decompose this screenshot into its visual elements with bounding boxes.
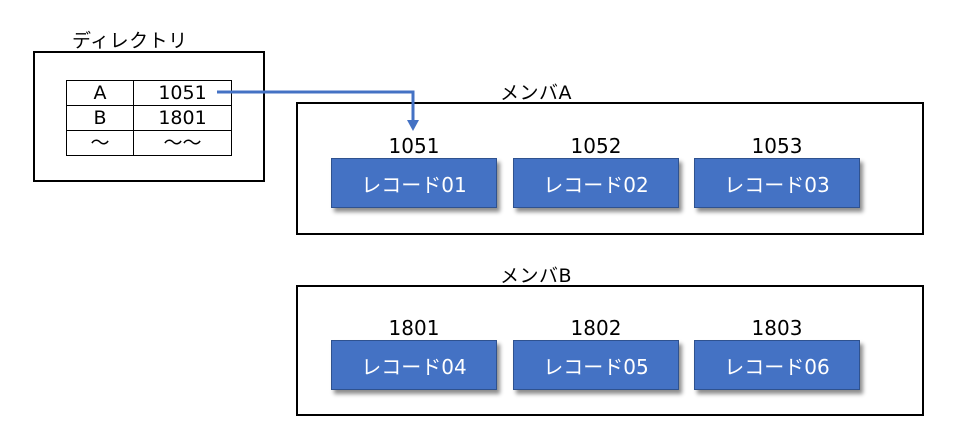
directory-key: B [66, 105, 134, 131]
record-address: 1802 [570, 316, 622, 340]
record-box: レコード03 [694, 158, 860, 208]
directory-table: A 1051 B 1801 ～ ～～ [66, 80, 232, 156]
directory-key: ～ [66, 130, 134, 156]
record-box: レコード04 [331, 340, 497, 390]
record-box: レコード06 [694, 340, 860, 390]
directory-row: A 1051 [66, 80, 232, 106]
directory-key: A [66, 80, 134, 106]
record-address: 1051 [388, 134, 440, 158]
record-box: レコード01 [331, 158, 497, 208]
record-address: 1803 [751, 316, 803, 340]
directory-title: ディレクトリ [72, 30, 188, 52]
record-address: 1053 [751, 134, 803, 158]
directory-row: B 1801 [66, 105, 232, 131]
member-a-frame [296, 102, 924, 235]
member-b-title: メンバB [500, 265, 573, 287]
directory-value: 1801 [133, 105, 232, 131]
record-address: 1801 [388, 316, 440, 340]
record-box: レコード05 [513, 340, 679, 390]
directory-value: 1051 [133, 80, 232, 106]
directory-value: ～～ [133, 130, 232, 156]
member-a-title: メンバA [500, 82, 572, 104]
member-b-frame [296, 285, 924, 416]
record-box: レコード02 [513, 158, 679, 208]
record-address: 1052 [570, 134, 622, 158]
directory-row: ～ ～～ [66, 130, 232, 156]
